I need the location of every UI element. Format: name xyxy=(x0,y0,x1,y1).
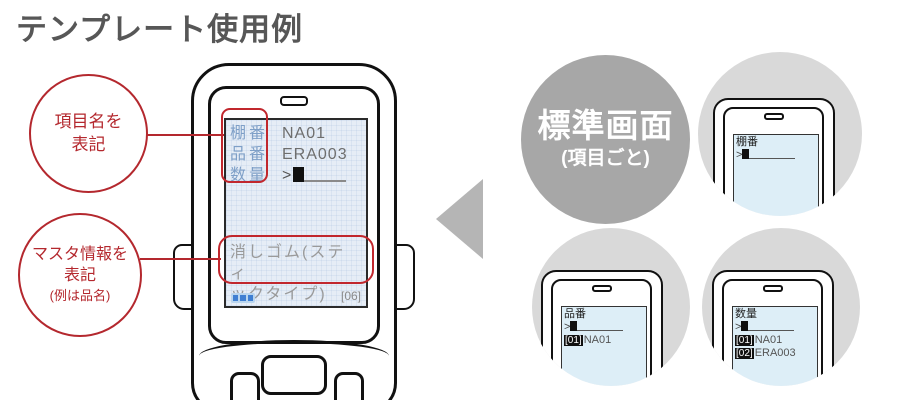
callout-master-line2: 表記 xyxy=(63,266,96,284)
standard-subheading: (項目ごと) xyxy=(561,148,650,169)
callout-connector-item xyxy=(146,134,224,136)
field-label-suuryo: 数量 xyxy=(230,167,269,184)
entry-tag: [02] xyxy=(735,348,754,359)
mini-screen-label: 棚番 xyxy=(736,136,758,148)
master-info-line1: 消しゴム(スティ xyxy=(230,244,346,282)
callout-connector-master xyxy=(140,258,221,260)
keypad-right-key xyxy=(334,372,364,400)
mini-screen-label: 数量 xyxy=(735,308,757,320)
mini-device: 棚番 > xyxy=(713,98,835,216)
mini-speaker-slot xyxy=(592,285,612,292)
callout-master-info: マスタ情報を 表記 (例は品名) xyxy=(18,213,142,337)
mini-device-screen: 数量 > [01]NA01 [02]ERA003 xyxy=(732,306,818,386)
keypad-divider xyxy=(199,340,389,356)
field-row-tanaban: 棚番 NA01 xyxy=(230,123,362,144)
mini-device: 数量 > [01]NA01 [02]ERA003 xyxy=(712,270,834,386)
device-body: 棚番 NA01 品番 ERA003 数量 > 消しゴム(スティ ックタイプ) xyxy=(191,63,397,400)
mini-device-bezel xyxy=(722,279,823,386)
mini-screen-label: 品番 xyxy=(564,308,586,320)
entry-value: NA01 xyxy=(754,334,783,346)
list-item: [01]NA01 xyxy=(735,334,815,347)
callout-item-name-line1: 項目名を xyxy=(54,112,123,132)
cursor-prompt: > xyxy=(735,321,742,333)
field-value-hinban: ERA003 xyxy=(282,146,348,163)
list-item: [01]NA01 xyxy=(564,334,644,347)
standard-screens-circle: 標準画面 (項目ごと) xyxy=(521,55,690,224)
cursor-prompt: > xyxy=(564,321,571,333)
screen-circle-hinban: 品番 > [01]NA01 xyxy=(532,228,690,386)
entry-tag: [01] xyxy=(564,335,583,346)
entry-value: NA01 xyxy=(583,334,612,346)
cursor-underline xyxy=(749,149,796,159)
field-row-suuryo: 数量 > xyxy=(230,165,362,186)
callout-master-line1: マスタ情報を xyxy=(31,245,128,263)
arrow-left-icon xyxy=(436,179,483,259)
mini-speaker-slot xyxy=(763,285,783,292)
mini-speaker-slot xyxy=(764,113,784,120)
cursor-block-icon xyxy=(741,321,749,331)
mini-device-screen: 棚番 > xyxy=(733,134,819,216)
cursor-underline xyxy=(748,321,795,331)
field-label-tanaban: 棚番 xyxy=(230,125,269,142)
device-screen: 棚番 NA01 品番 ERA003 数量 > 消しゴム(スティ ックタイプ) xyxy=(224,118,368,308)
cursor-underline xyxy=(304,167,347,182)
entry-tag: [01] xyxy=(735,335,754,346)
list-item: [02]ERA003 xyxy=(735,347,815,360)
mini-cursor-row: > xyxy=(735,321,815,334)
page-title: テンプレート使用例 xyxy=(16,12,304,47)
mini-device-bezel xyxy=(723,107,824,216)
status-bar: [06] xyxy=(231,289,361,303)
mini-device-bezel xyxy=(551,279,652,386)
callout-item-name-line2: 表記 xyxy=(71,134,106,154)
callout-master-note: (例は品名) xyxy=(49,288,111,304)
mini-device: 品番 > [01]NA01 xyxy=(541,270,663,386)
mini-device-screen: 品番 > [01]NA01 xyxy=(561,306,647,386)
screen-circle-tanaban: 棚番 > xyxy=(698,52,862,216)
cursor-prompt: > xyxy=(736,149,743,161)
cursor-block-icon xyxy=(293,167,305,182)
mini-cursor-row: > xyxy=(736,149,816,162)
screen-circle-suuryo: 数量 > [01]NA01 [02]ERA003 xyxy=(702,228,860,386)
record-counter: [06] xyxy=(340,289,361,303)
field-row-hinban: 品番 ERA003 xyxy=(230,144,362,165)
entry-value: ERA003 xyxy=(754,347,796,359)
keypad-left-key xyxy=(230,372,260,400)
cursor-block-icon xyxy=(742,149,750,159)
field-label-hinban: 品番 xyxy=(230,146,269,163)
keypad-center-key xyxy=(261,355,327,395)
battery-icon xyxy=(231,293,255,303)
master-info-text: 消しゴム(スティ ックタイプ) xyxy=(230,242,362,305)
standard-heading: 標準画面 xyxy=(537,107,674,144)
field-value-tanaban: NA01 xyxy=(282,125,327,142)
mini-cursor-row: > xyxy=(564,321,644,334)
cursor-block-icon xyxy=(570,321,578,331)
cursor-prompt: > xyxy=(282,167,293,184)
main-device: 棚番 NA01 品番 ERA003 数量 > 消しゴム(スティ ックタイプ) xyxy=(173,63,415,400)
speaker-slot xyxy=(280,96,308,106)
callout-item-name: 項目名を 表記 xyxy=(29,74,148,193)
cursor-underline xyxy=(577,321,624,331)
input-area: > xyxy=(282,165,347,186)
